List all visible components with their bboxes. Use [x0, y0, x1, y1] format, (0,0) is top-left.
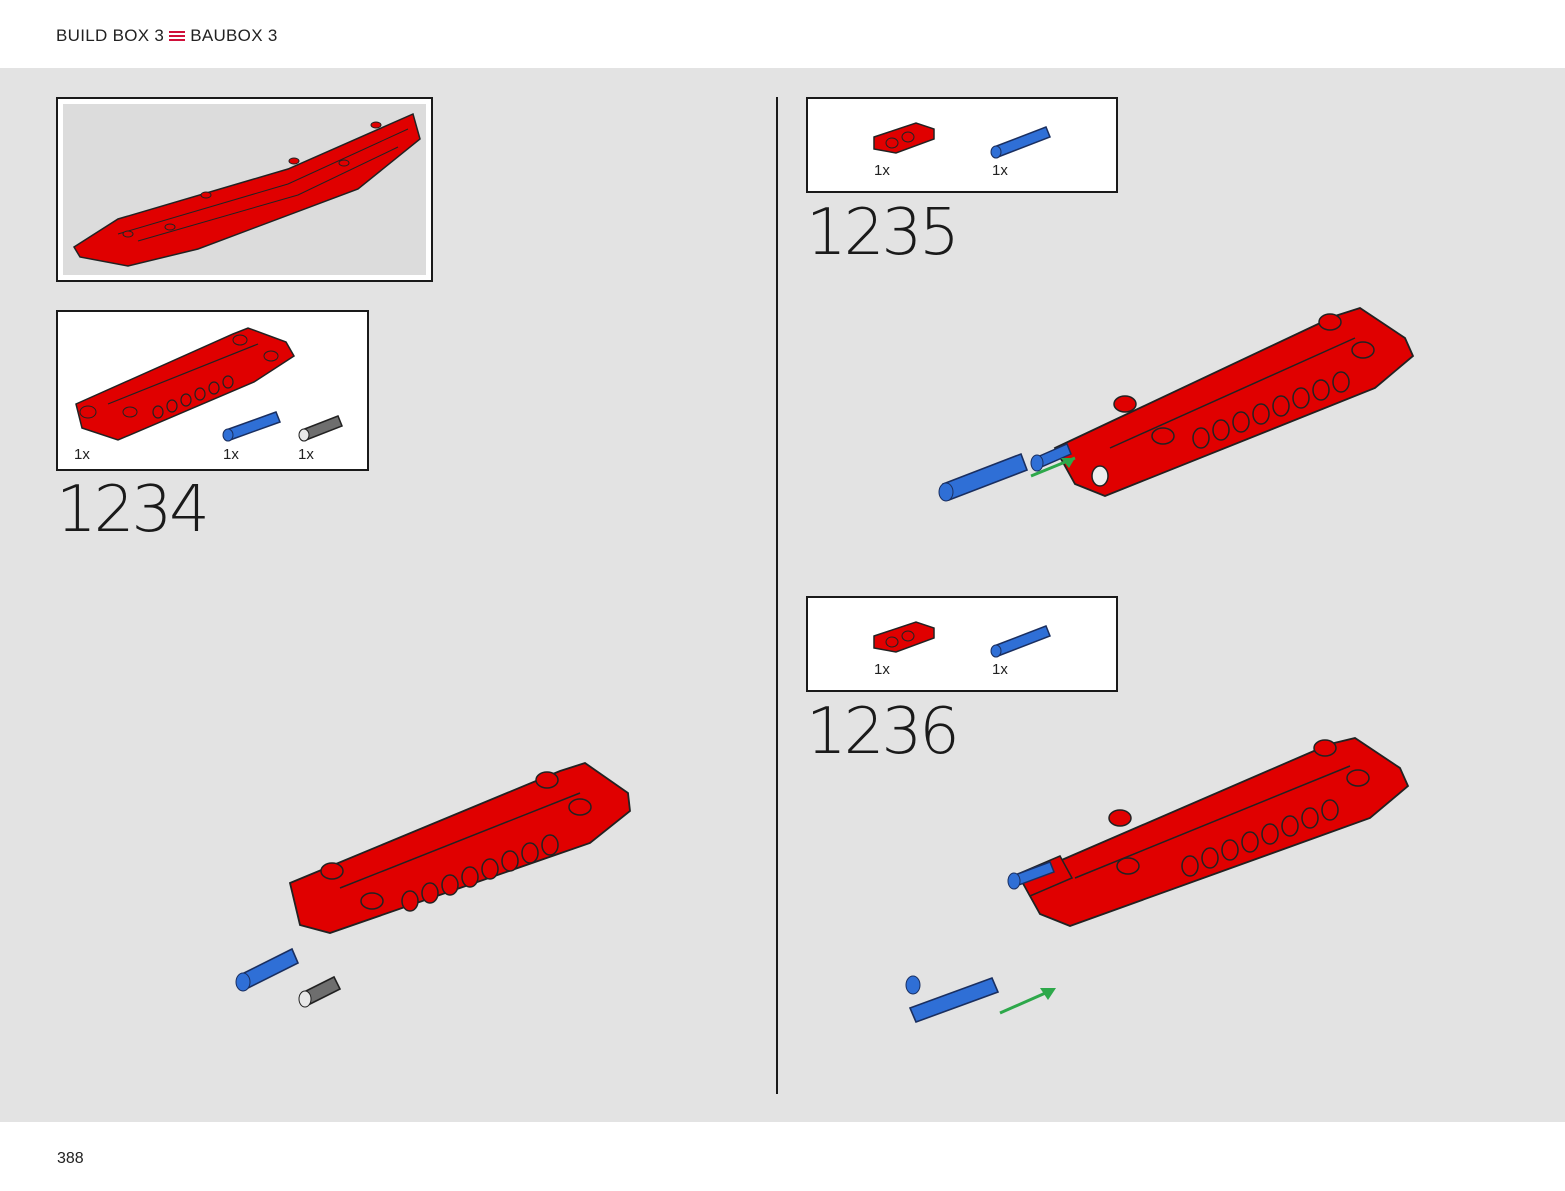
- part-qty: 1x: [874, 162, 890, 179]
- page-number: 388: [57, 1150, 84, 1167]
- step-1234-assembly-illustration: [235, 762, 631, 1008]
- part-qty: 1x: [223, 446, 239, 463]
- step-number-1236: 1236: [806, 695, 960, 769]
- part-qty: 1x: [992, 162, 1008, 179]
- red-body-panel-illustration: [72, 112, 421, 267]
- grey-pin-part-icon: [298, 415, 343, 442]
- blue-pin-part-icon: [990, 625, 1051, 658]
- build-box-title: BUILD BOX 3 BAUBOX 3: [56, 26, 278, 46]
- step-1235-assembly-illustration: [938, 307, 1415, 502]
- column-divider: [776, 97, 778, 1094]
- step-number-1235: 1235: [806, 196, 960, 270]
- parts-list-1234: 1x 1x 1x: [56, 310, 369, 471]
- instruction-canvas: 1x 1x 1x 1234 1x 1x: [0, 68, 1565, 1122]
- submodel-callout: [56, 97, 433, 282]
- red-beam-part-icon: [75, 327, 296, 441]
- part-qty: 1x: [874, 661, 890, 678]
- blue-pin-part-icon: [222, 411, 281, 442]
- red-connector-part-icon: [873, 122, 935, 154]
- part-qty: 1x: [298, 446, 314, 463]
- red-connector-part-icon: [873, 621, 935, 653]
- page-header: BUILD BOX 3 BAUBOX 3: [0, 0, 1565, 68]
- part-qty: 1x: [74, 446, 90, 463]
- part-qty: 1x: [992, 661, 1008, 678]
- page-footer: 388: [0, 1122, 1565, 1191]
- parts-list-1235: 1x 1x: [806, 97, 1118, 193]
- blue-pin-part-icon: [990, 126, 1051, 159]
- step-number-1234: 1234: [56, 473, 210, 547]
- hamburger-menu-icon: [169, 30, 186, 42]
- parts-list-1236: 1x 1x: [806, 596, 1118, 692]
- step-1236-assembly-illustration: [905, 737, 1410, 1024]
- baubox-label: BAUBOX 3: [190, 26, 278, 45]
- build-box-label: BUILD BOX 3: [56, 26, 165, 45]
